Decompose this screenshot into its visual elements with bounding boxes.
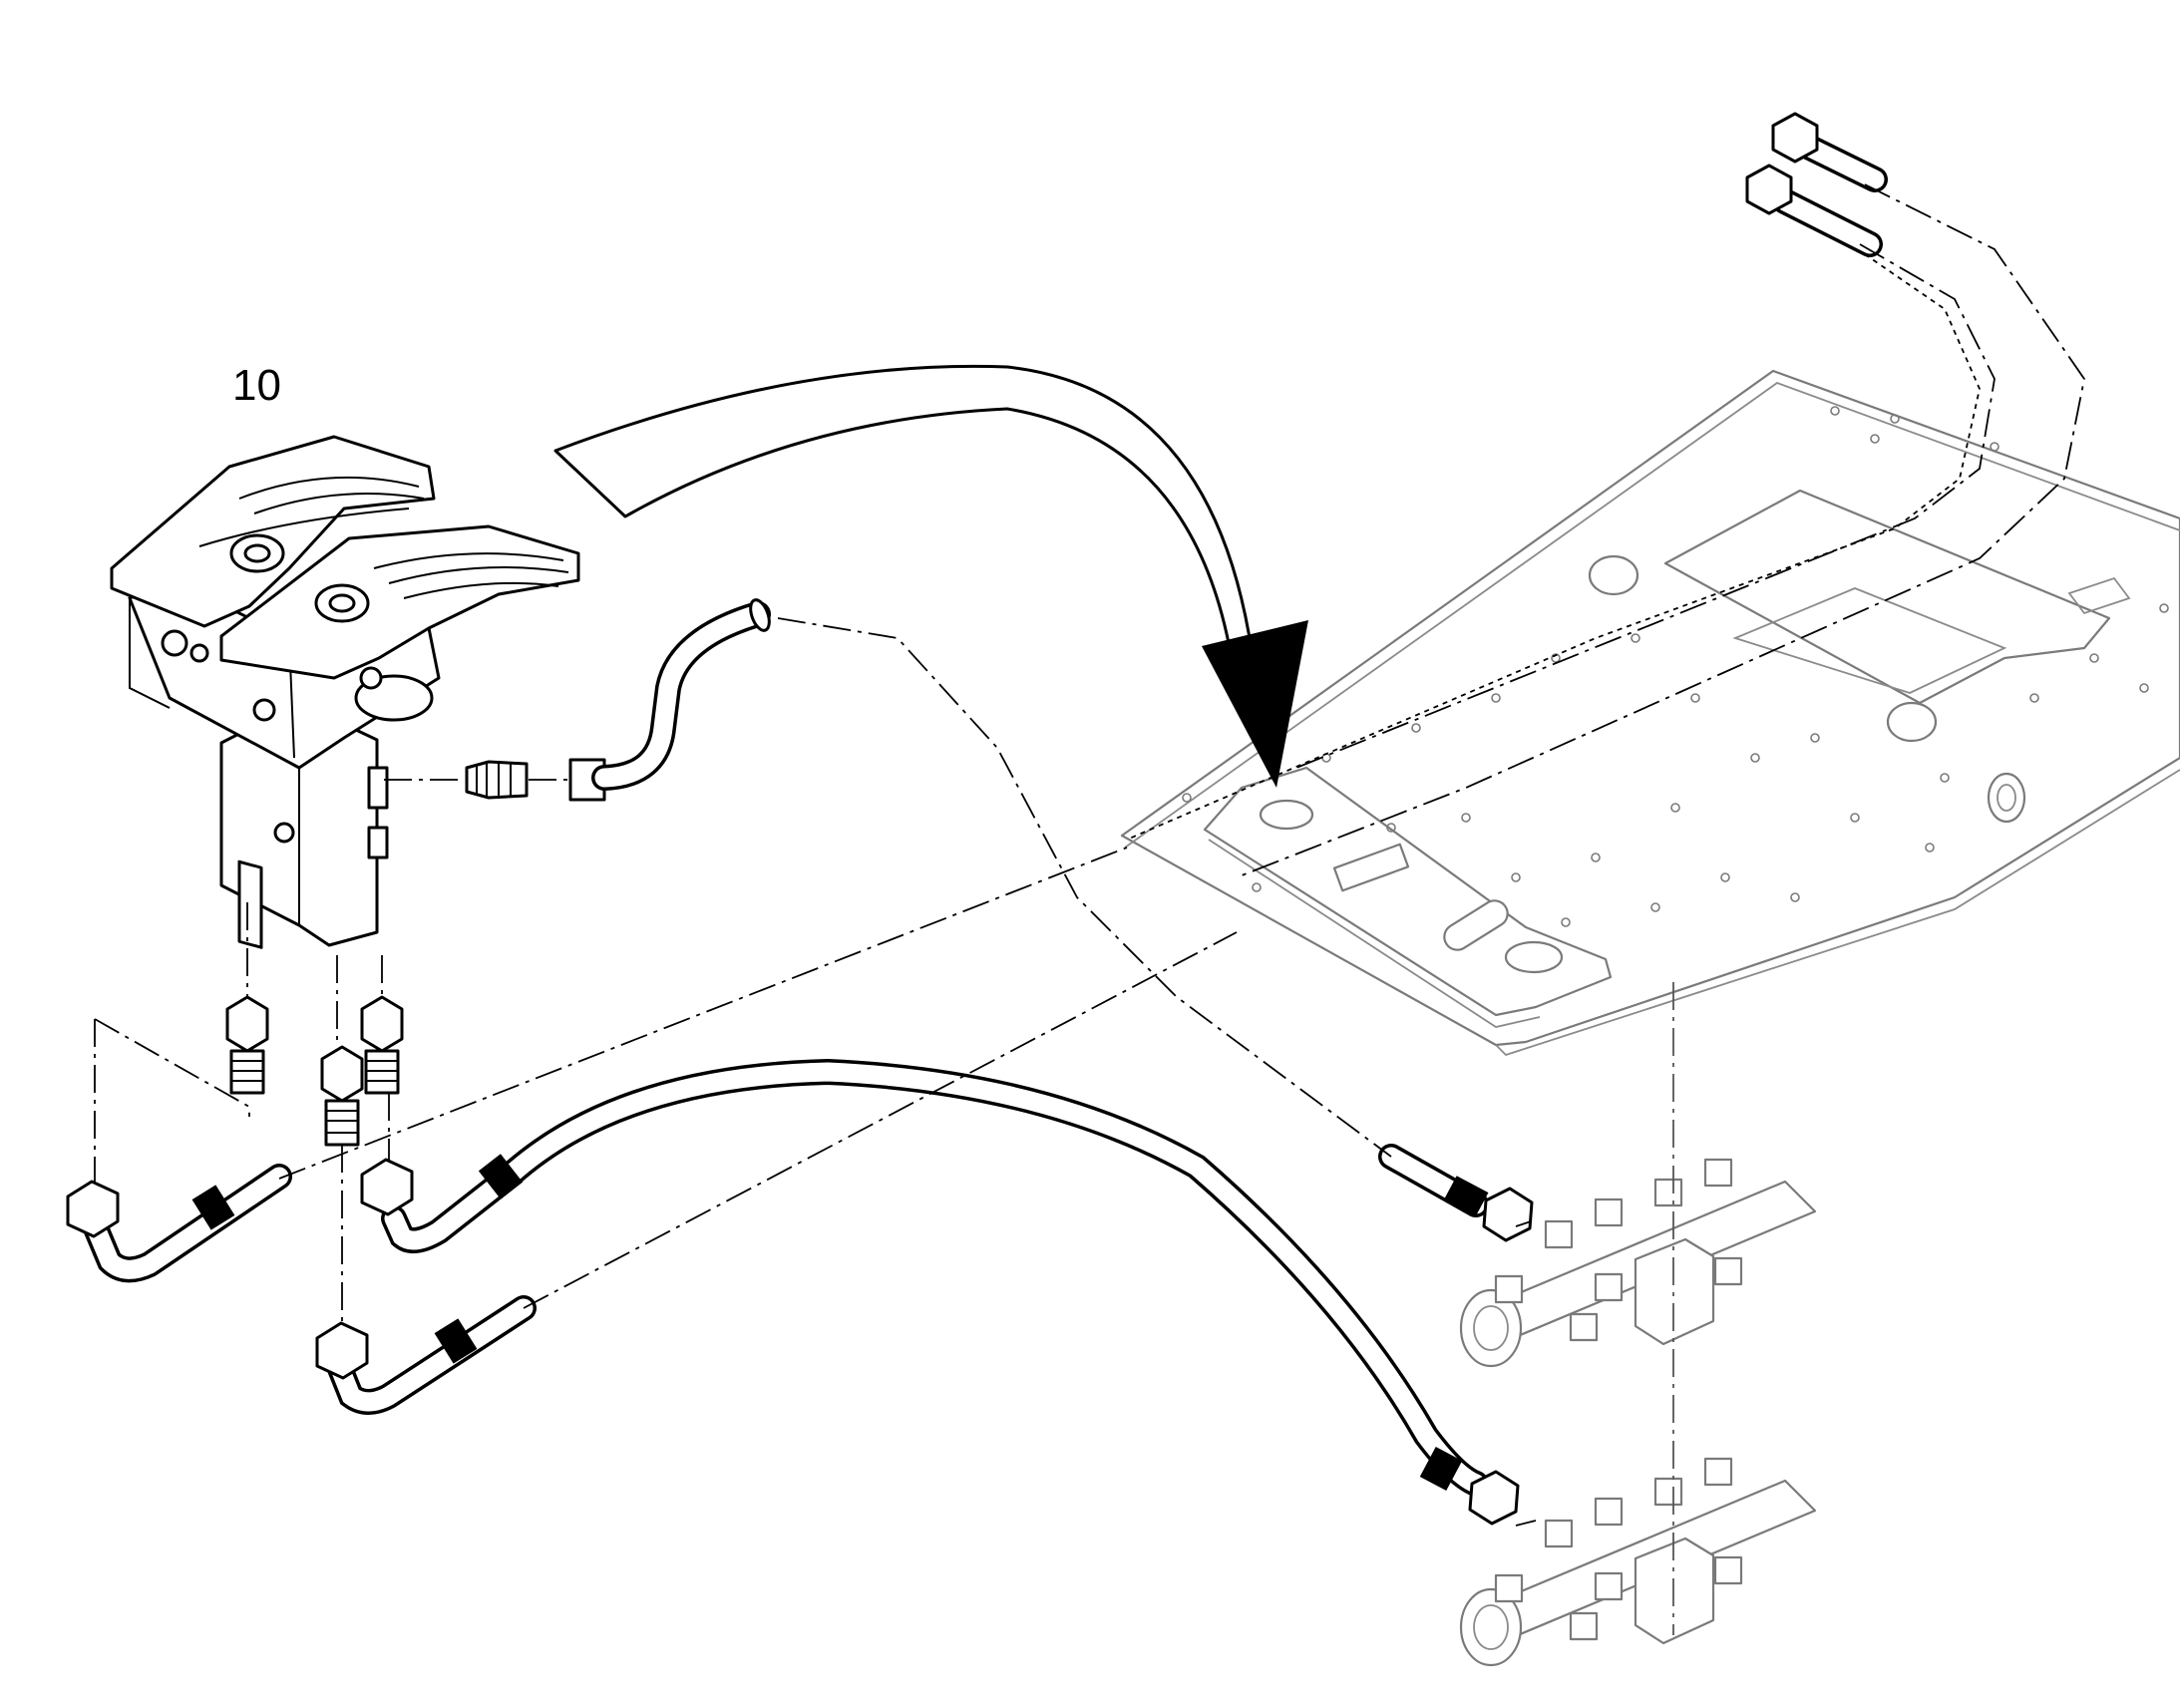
- manifold-lower: [1459, 1457, 1817, 1667]
- hose-ends-top-right: [1745, 112, 1888, 257]
- hose-end-left-lower: [315, 1295, 537, 1415]
- side-hose-assembly: [384, 598, 771, 802]
- assembly-centerlines: [94, 183, 2085, 1635]
- plate-port-2: [1504, 940, 1564, 974]
- plate-port-1: [1259, 799, 1314, 831]
- fitting-1: [225, 995, 269, 1095]
- pedal-left: [110, 435, 436, 628]
- plate-slot-2: [1443, 899, 1509, 951]
- fitting-2: [320, 1045, 364, 1147]
- short-hose-nut: [1482, 1187, 1534, 1242]
- valve-screw: [273, 822, 295, 844]
- boss-right: [1886, 701, 1938, 743]
- short-hose: [1378, 1144, 1534, 1242]
- valve-label-plate: [237, 859, 263, 949]
- pedal-right: [219, 524, 580, 680]
- fitting-3: [360, 995, 404, 1095]
- plate-hinge: [1987, 772, 2026, 824]
- pedal-valve: [110, 435, 580, 949]
- long-hose-nut: [1468, 1470, 1520, 1526]
- manifold-upper: [1459, 1158, 1817, 1368]
- callout-label-10: 10: [232, 361, 281, 410]
- travel-plate: [1120, 369, 2180, 1057]
- long-hose: [360, 1058, 1520, 1526]
- hose-end-left-upper: [66, 1164, 292, 1283]
- lower-fittings: [225, 995, 404, 1147]
- assembly-arrow: [553, 364, 1308, 788]
- boss-left: [1588, 554, 1639, 596]
- plate-slot-1: [1332, 843, 1410, 892]
